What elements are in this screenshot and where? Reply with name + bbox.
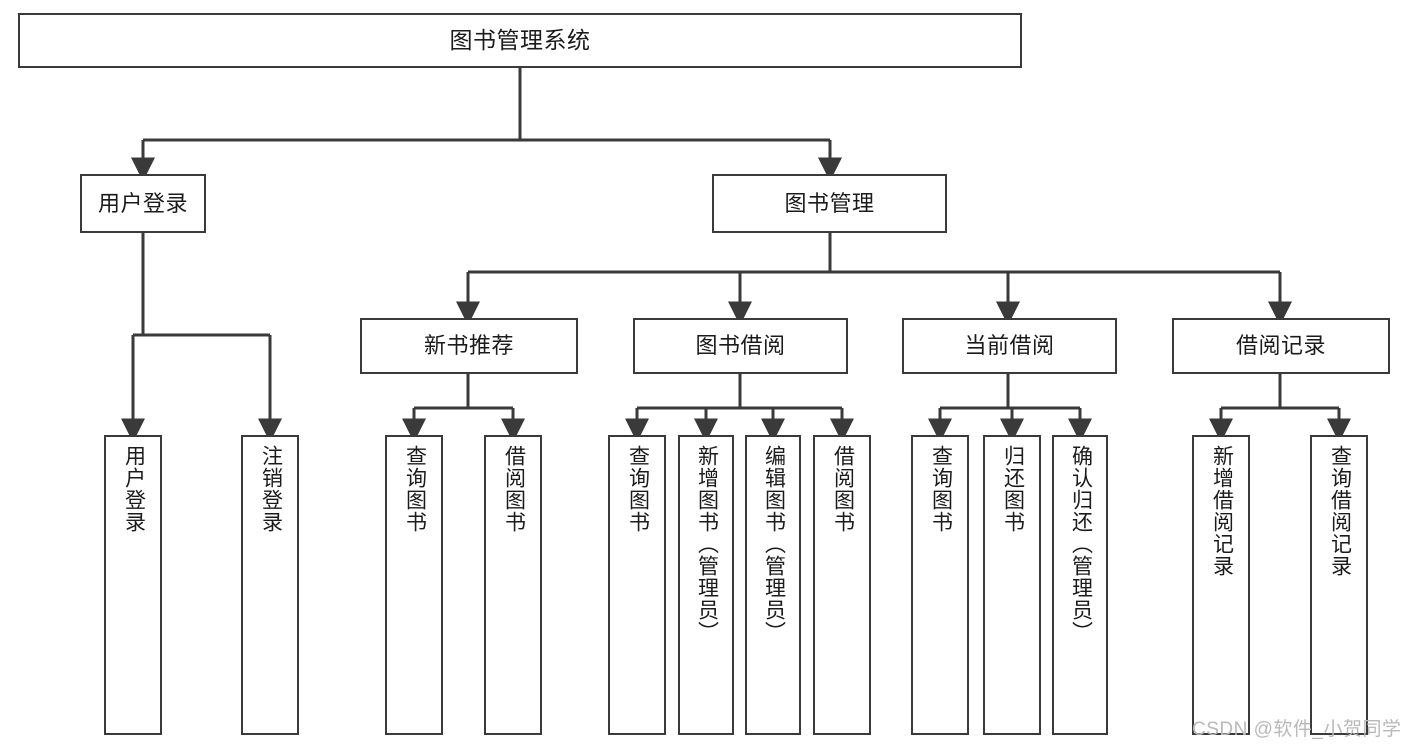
node-current-borrow[interactable]: 当前借阅	[902, 318, 1117, 374]
node-book-borrow-label: 图书借阅	[695, 333, 786, 359]
node-leaf-add-record[interactable]: 新增借阅记录	[1192, 435, 1250, 735]
node-root[interactable]: 图书管理系统	[18, 13, 1022, 68]
node-leaf-user-login[interactable]: 用户登录	[104, 435, 162, 735]
node-leaf-user-login-label: 用户登录	[122, 445, 146, 533]
node-leaf-return-book[interactable]: 归还图书	[983, 435, 1041, 735]
node-new-book-rec-label: 新书推荐	[423, 333, 514, 359]
node-leaf-query-book-1[interactable]: 查询图书	[385, 435, 443, 735]
node-leaf-add-book[interactable]: 新增图书（管理员）	[678, 435, 734, 735]
node-leaf-query-record-label: 查询借阅记录	[1328, 445, 1352, 577]
node-new-book-rec[interactable]: 新书推荐	[360, 318, 578, 374]
node-leaf-query-book-2[interactable]: 查询图书	[608, 435, 666, 735]
node-leaf-add-book-label: 新增图书（管理员）	[695, 445, 719, 643]
node-leaf-user-logout-label: 注销登录	[259, 445, 283, 533]
node-leaf-borrow-book-2[interactable]: 借阅图书	[813, 435, 871, 735]
node-leaf-query-book-3[interactable]: 查询图书	[911, 435, 969, 735]
node-leaf-query-book-2-label: 查询图书	[626, 445, 650, 533]
node-leaf-borrow-book-2-label: 借阅图书	[831, 445, 855, 533]
node-leaf-query-book-1-label: 查询图书	[403, 445, 427, 533]
node-leaf-query-record[interactable]: 查询借阅记录	[1310, 435, 1368, 735]
node-borrow-record[interactable]: 借阅记录	[1172, 318, 1390, 374]
node-leaf-user-logout[interactable]: 注销登录	[241, 435, 299, 735]
node-leaf-borrow-book-1-label: 借阅图书	[502, 445, 526, 533]
csdn-watermark: CSDN @软件_小贺同学	[1192, 719, 1402, 740]
node-leaf-add-record-label: 新增借阅记录	[1210, 445, 1234, 577]
node-current-borrow-label: 当前借阅	[964, 333, 1055, 359]
node-book-borrow[interactable]: 图书借阅	[633, 318, 848, 374]
node-leaf-borrow-book-1[interactable]: 借阅图书	[484, 435, 542, 735]
node-book-manage[interactable]: 图书管理	[712, 174, 947, 233]
node-borrow-record-label: 借阅记录	[1235, 333, 1326, 359]
node-leaf-query-book-3-label: 查询图书	[929, 445, 953, 533]
node-leaf-edit-book-label: 编辑图书（管理员）	[762, 445, 786, 643]
node-book-manage-label: 图书管理	[784, 190, 875, 216]
node-leaf-return-book-label: 归还图书	[1001, 445, 1025, 533]
node-leaf-confirm-return[interactable]: 确认归还（管理员）	[1052, 435, 1108, 735]
node-leaf-edit-book[interactable]: 编辑图书（管理员）	[745, 435, 801, 735]
node-user-login-label: 用户登录	[97, 190, 188, 216]
node-leaf-confirm-return-label: 确认归还（管理员）	[1069, 445, 1093, 643]
node-user-login[interactable]: 用户登录	[80, 174, 206, 233]
node-root-label: 图书管理系统	[449, 26, 591, 53]
